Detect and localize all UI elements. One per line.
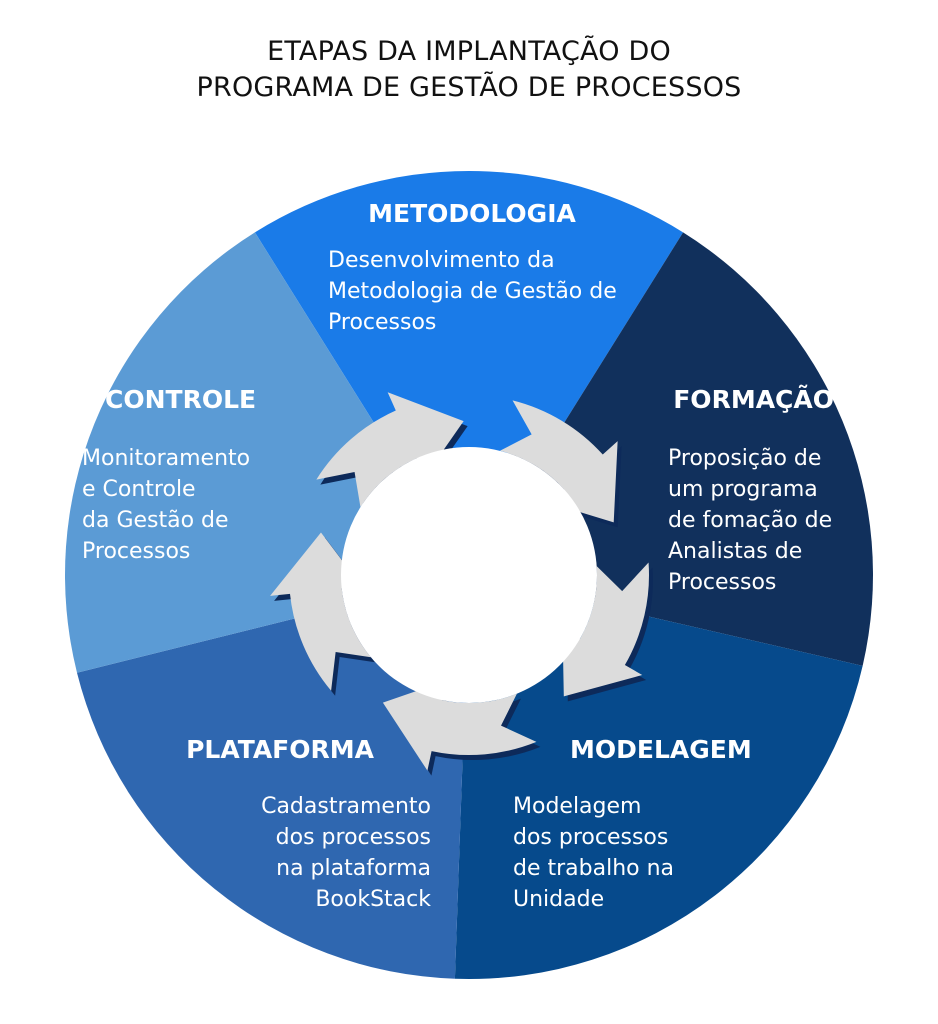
stage-formacao-line-5: Processos [668, 570, 776, 595]
stage-plataforma-line-2: dos processos [276, 825, 431, 850]
segment-metodologia [254, 171, 684, 576]
circular-arrows-icon [270, 392, 653, 776]
stage-plataforma-line-1: Cadastramento [261, 794, 431, 819]
stage-plataforma-heading: PLATAFORMA [186, 735, 375, 764]
stage-modelagem-line-2: dos processos [513, 825, 668, 850]
page-title: ETAPAS DA IMPLANTAÇÃO DO PROGRAMA DE GES… [0, 34, 938, 106]
stage-modelagem-line-1: Modelagem [513, 794, 641, 819]
stage-formacao: FORMAÇÃO Proposição de um programa de fo… [668, 385, 834, 595]
title-line-2: PROGRAMA DE GESTÃO DE PROCESSOS [196, 72, 742, 103]
title-line-1: ETAPAS DA IMPLANTAÇÃO DO [267, 36, 671, 67]
stage-metodologia: METODOLOGIA Desenvolvimento da Metodolog… [328, 199, 617, 335]
stage-controle: CONTROLE Monitoramento e Controle da Ges… [82, 385, 256, 564]
stage-controle-line-4: Processos [82, 539, 190, 564]
stage-modelagem: MODELAGEM Modelagem dos processos de tra… [513, 735, 752, 912]
stage-plataforma: PLATAFORMA Cadastramento dos processos n… [186, 735, 431, 912]
stage-formacao-line-1: Proposição de [668, 446, 821, 471]
cycle-arrow-2 [499, 400, 618, 523]
stage-metodologia-line-3: Processos [328, 310, 436, 335]
stage-plataforma-line-3: na plataforma [276, 856, 431, 881]
stage-controle-line-2: e Controle [82, 477, 196, 502]
segment-plataforma [77, 575, 470, 979]
stage-formacao-line-4: Analistas de [668, 539, 802, 564]
cycle-arrow-3 [562, 562, 649, 697]
stage-metodologia-line-1: Desenvolvimento da [328, 248, 555, 273]
stage-formacao-heading: FORMAÇÃO [673, 385, 834, 414]
stage-controle-heading: CONTROLE [105, 385, 256, 414]
cycle-arrow-4 [382, 680, 537, 771]
stage-controle-line-1: Monitoramento [82, 446, 250, 471]
stage-metodologia-heading: METODOLOGIA [368, 199, 576, 228]
stage-plataforma-line-4: BookStack [315, 887, 431, 912]
stage-controle-line-3: da Gestão de [82, 508, 229, 533]
stage-metodologia-line-2: Metodologia de Gestão de [328, 279, 617, 304]
stage-formacao-line-2: um programa [668, 477, 818, 502]
segment-modelagem [454, 575, 863, 979]
cycle-arrow-1 [316, 392, 464, 508]
stage-modelagem-line-3: de trabalho na [513, 856, 674, 881]
stage-modelagem-heading: MODELAGEM [570, 735, 752, 764]
stage-modelagem-line-4: Unidade [513, 887, 604, 912]
center-circle [341, 447, 597, 703]
stage-formacao-line-3: de fomação de [668, 508, 832, 533]
